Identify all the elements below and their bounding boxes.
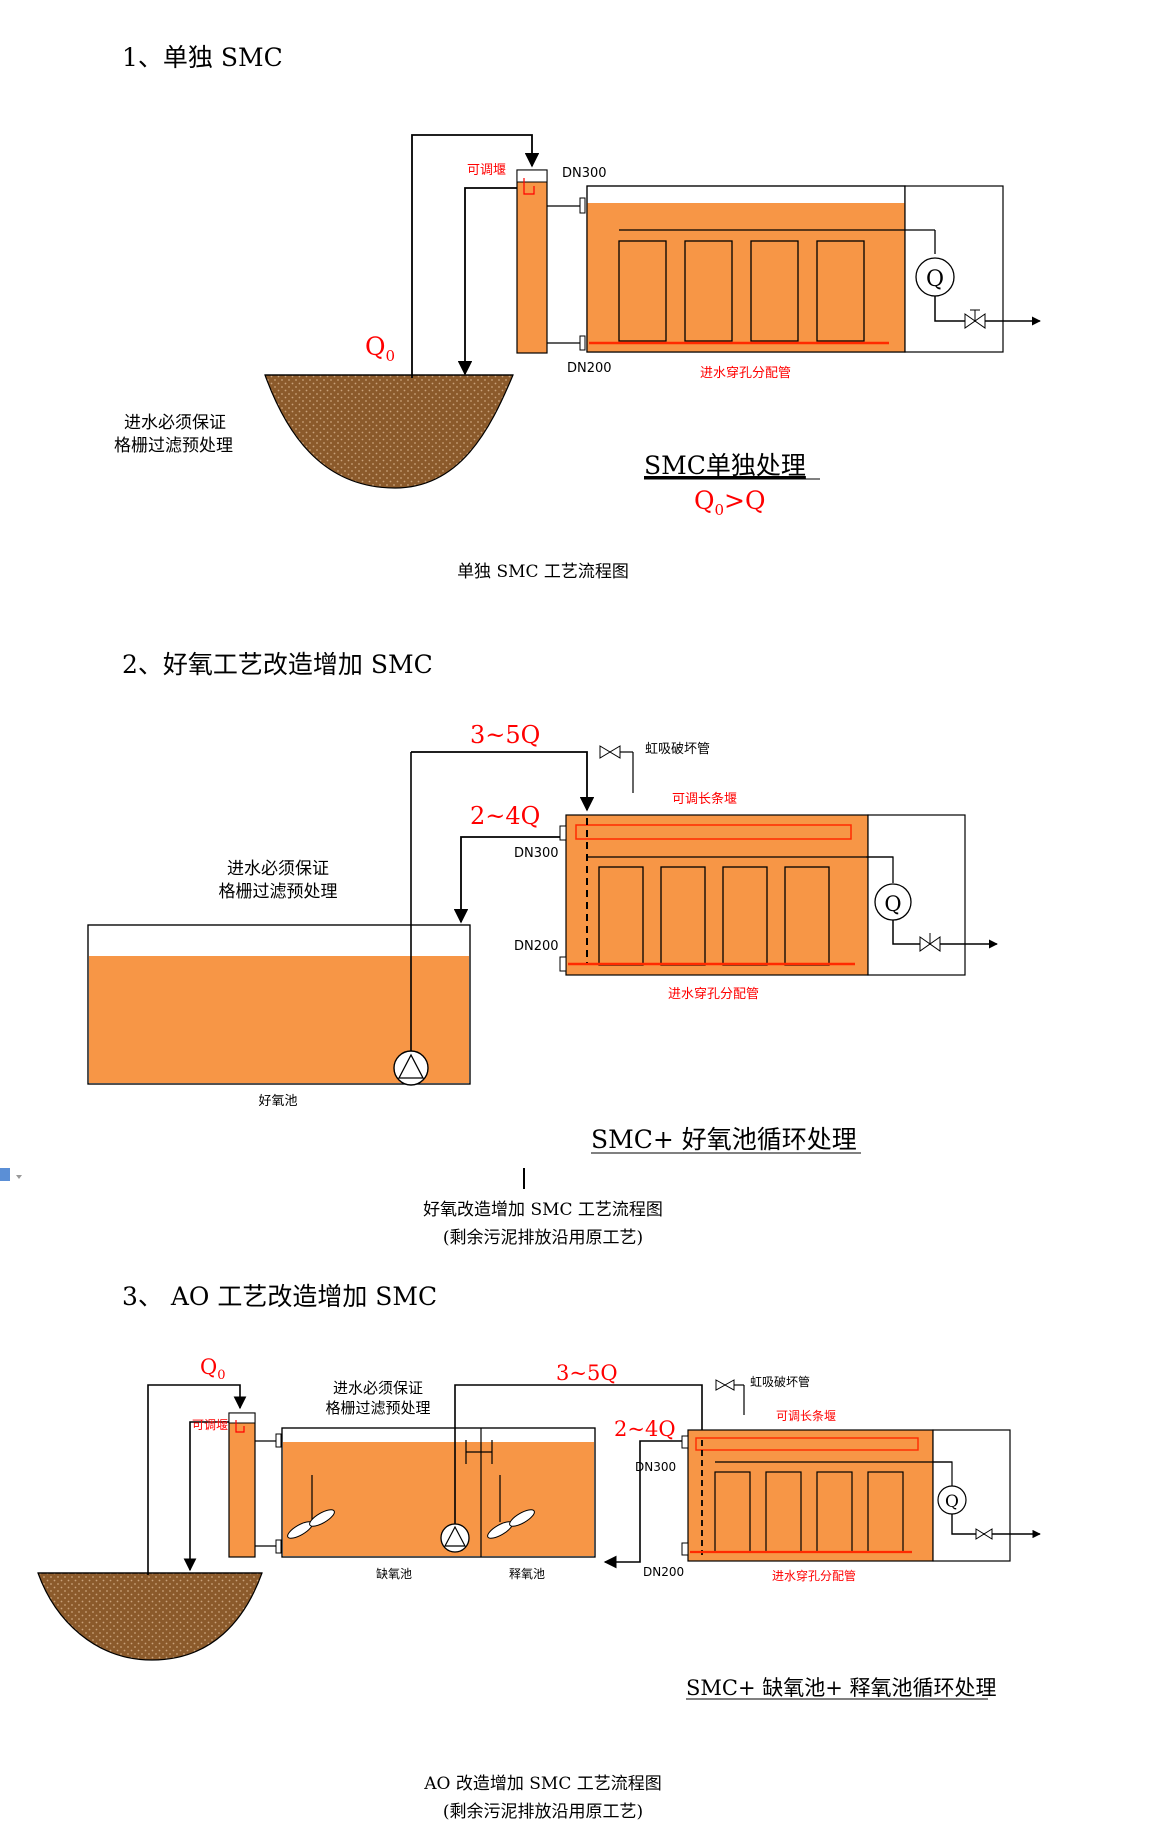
- circulation-pipe: [454, 1384, 709, 1524]
- dn200-label: DN200: [643, 1565, 684, 1579]
- feed-pipe: [147, 1384, 247, 1575]
- dn300-label: DN300: [514, 846, 559, 861]
- siphon-valve-icon: [599, 745, 634, 793]
- weir-label: 可调长条堰: [672, 791, 737, 807]
- adjustable-weir: [695, 1437, 919, 1451]
- valve-icon: [975, 1528, 993, 1540]
- flow-label-top: 3~5Q: [470, 721, 540, 749]
- feed-pipe: [411, 134, 540, 378]
- sludge-pit: [37, 1572, 263, 1661]
- sludge-pit: [264, 374, 514, 489]
- figure-caption-line1: AO 改造增加 SMC 工艺流程图: [423, 1774, 662, 1794]
- pretreatment-note-line1: 进水必须保证: [333, 1379, 423, 1397]
- weir-column: [228, 1412, 256, 1558]
- figure-caption-line1: 好氧改造增加 SMC 工艺流程图: [423, 1200, 663, 1220]
- figure-caption-line2: (剩余污泥排放沿用原工艺): [443, 1802, 643, 1822]
- weir-column: [516, 169, 548, 354]
- distributor-pipe-label: 进水穿孔分配管: [700, 365, 791, 381]
- siphon-valve-icon: [715, 1379, 745, 1415]
- pump-label: Q: [926, 267, 944, 292]
- valve-icon: [964, 309, 986, 329]
- smc-tank: [687, 1429, 934, 1562]
- section-3: 3、 AO 工艺改造增加 SMC Q0 可调堰: [37, 1282, 1041, 1822]
- section-1: 1、单独 SMC 可调堰 DN300 DN200 进水穿孔分配管: [114, 43, 1041, 582]
- diagram-title: SMC+ 好氧池循环处理: [591, 1125, 857, 1154]
- pretreatment-note-line2: 格栅过滤预处理: [219, 882, 338, 902]
- weir-label: 可调堰: [467, 163, 506, 178]
- pump-label: Q: [945, 1492, 959, 1512]
- dn200-label: DN200: [514, 939, 559, 954]
- section-1-heading: 1、单独 SMC: [122, 43, 283, 72]
- diagram-title: SMC+ 缺氧池+ 释氧池循环处理: [686, 1676, 997, 1700]
- return-pipe: [603, 1440, 688, 1569]
- flow-label-mid: 2~4Q: [614, 1417, 676, 1441]
- siphon-label: 虹吸破坏管: [750, 1374, 810, 1389]
- circulation-pipe: [411, 751, 595, 812]
- flow-formula: Q0>Q: [694, 486, 766, 519]
- diagram-title: SMC单独处理: [644, 451, 806, 480]
- mixer-icon: [287, 1475, 335, 1539]
- dn200-label: DN200: [567, 361, 612, 376]
- aerobic-tank-label: 好氧池: [258, 1094, 297, 1109]
- flow-label-top: 3~5Q: [556, 1361, 618, 1385]
- dn300-label: DN300: [635, 1460, 676, 1474]
- pretreatment-note-line1: 进水必须保证: [124, 413, 226, 433]
- anoxic-tank-label: 缺氧池: [376, 1566, 412, 1581]
- adjustable-weir: [575, 824, 852, 840]
- mixer-icon: [487, 1475, 535, 1539]
- return-pipe: [457, 187, 517, 376]
- document-margin-icon[interactable]: [0, 1168, 22, 1181]
- siphon-label: 虹吸破坏管: [645, 742, 710, 757]
- figure-caption: 单独 SMC 工艺流程图: [457, 562, 629, 582]
- dn300-label: DN300: [562, 166, 607, 181]
- section-3-heading: 3、 AO 工艺改造增加 SMC: [122, 1282, 437, 1311]
- release-tank-label: 释氧池: [509, 1567, 545, 1581]
- smc-tank: [565, 814, 869, 976]
- pretreatment-note-line1: 进水必须保证: [227, 859, 329, 879]
- return-pipe: [453, 836, 560, 924]
- pretreatment-note-line2: 格栅过滤预处理: [114, 436, 233, 456]
- section-2-heading: 2、好氧工艺改造增加 SMC: [122, 650, 433, 679]
- q0-label: Q0: [365, 332, 395, 365]
- distributor-pipe-label: 进水穿孔分配管: [668, 986, 759, 1002]
- return-pipe-small: [183, 1421, 230, 1572]
- valve-icon: [919, 933, 941, 952]
- figure-caption-line2: (剩余污泥排放沿用原工艺): [443, 1228, 643, 1248]
- pump-label: Q: [884, 892, 901, 916]
- weir-label: 可调堰: [192, 1418, 228, 1432]
- section-2: 2、好氧工艺改造增加 SMC 好氧池 虹吸破坏管 3~5Q 2~4Q 可调长条堰…: [87, 650, 998, 1248]
- distributor-pipe-label: 进水穿孔分配管: [772, 1568, 856, 1583]
- pretreatment-note-line2: 格栅过滤预处理: [325, 1399, 430, 1417]
- weir-label-long: 可调长条堰: [776, 1409, 836, 1423]
- flow-label-mid: 2~4Q: [470, 802, 540, 830]
- q0-label: Q0: [200, 1355, 226, 1383]
